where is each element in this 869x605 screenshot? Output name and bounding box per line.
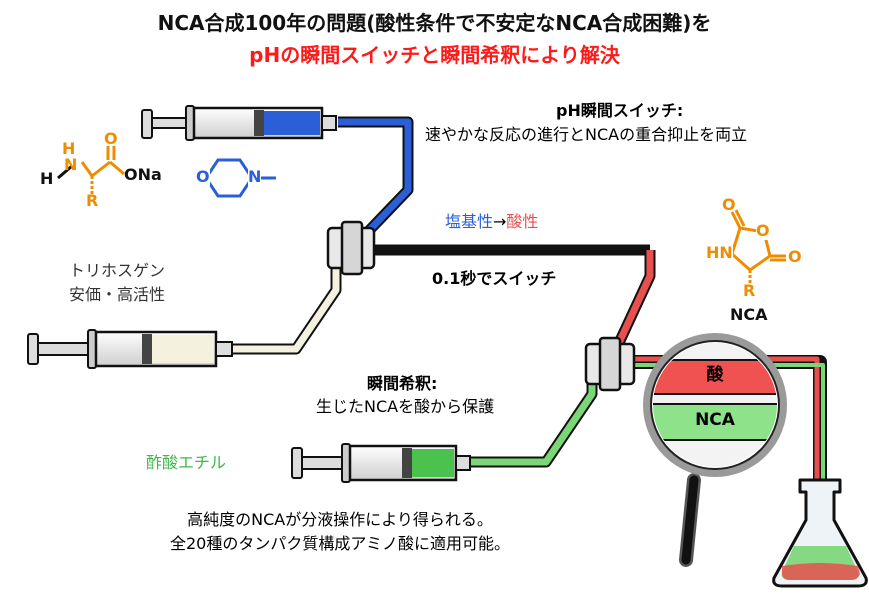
amino-r: R [86, 191, 99, 210]
lens-acid-band [653, 359, 777, 395]
morpholine-o: O [196, 167, 210, 187]
magnifier [643, 333, 787, 567]
nca-r: R [743, 281, 756, 300]
amino-ona: ONa [124, 165, 162, 184]
n-methylmorpholine-structure [204, 158, 276, 198]
syringe-blue [141, 105, 337, 141]
amino-acid-structure [57, 146, 125, 194]
acid-label: 酸性 [506, 212, 539, 231]
amino-h: H [40, 169, 54, 188]
lens-nca-label: NCA [695, 410, 735, 430]
nca-hn: HN [706, 243, 733, 263]
dilution-heading: 瞬間希釈: [367, 374, 438, 393]
morpholine-n: N [248, 167, 262, 187]
title-line2: pHの瞬間スイッチと瞬間希釈により解決 [249, 43, 620, 67]
syringe-cream [27, 329, 233, 369]
nca-carbonyl-o: O [788, 247, 802, 266]
nca-ring-o: O [756, 221, 770, 241]
base-to-acid-label: 塩基性→酸性 [445, 212, 539, 231]
dilution-description: 生じたNCAを酸から保護 [316, 397, 495, 416]
nca-o-top: O [722, 195, 736, 214]
amino-n: N [64, 155, 78, 174]
tube-cream [232, 262, 342, 355]
mixer-1 [326, 220, 376, 276]
ethyl-acetate-label: 酢酸エチル [146, 453, 227, 472]
ph-switch-heading: pH瞬間スイッチ: [556, 101, 684, 120]
syringe-green [291, 443, 471, 483]
result-line1: 高純度のNCAが分液操作により得られる。 [187, 510, 493, 529]
triphosgene-label: トリホスゲン [68, 261, 165, 280]
amino-ona-text: ONa [124, 165, 162, 184]
erlenmeyer-flask [772, 478, 868, 588]
nca-label: NCA [730, 305, 768, 324]
tube-mixing [372, 244, 656, 348]
switch-time-label: 0.1秒でスイッチ [432, 269, 557, 288]
amino-carbonyl-o: O [104, 129, 118, 148]
mixer-2 [584, 336, 636, 392]
base-label: 塩基性 [445, 212, 494, 231]
lens-nca-band [653, 403, 777, 441]
arrow-icon: → [493, 212, 507, 231]
ph-switch-description: 速やかな反応の進行とNCAの重合抑止を両立 [425, 125, 748, 144]
amino-hn-h: H [62, 139, 76, 158]
tube-green [470, 378, 598, 468]
tube-blue [338, 116, 414, 244]
lens-acid-label: 酸 [706, 365, 724, 385]
title-line1: NCA合成100年の問題(酸性条件で不安定なNCA合成困難)を [157, 11, 712, 35]
triphosgene-desc: 安価・高活性 [68, 285, 165, 304]
result-line2: 全20種のタンパク質構成アミノ酸に適用可能。 [169, 534, 511, 553]
